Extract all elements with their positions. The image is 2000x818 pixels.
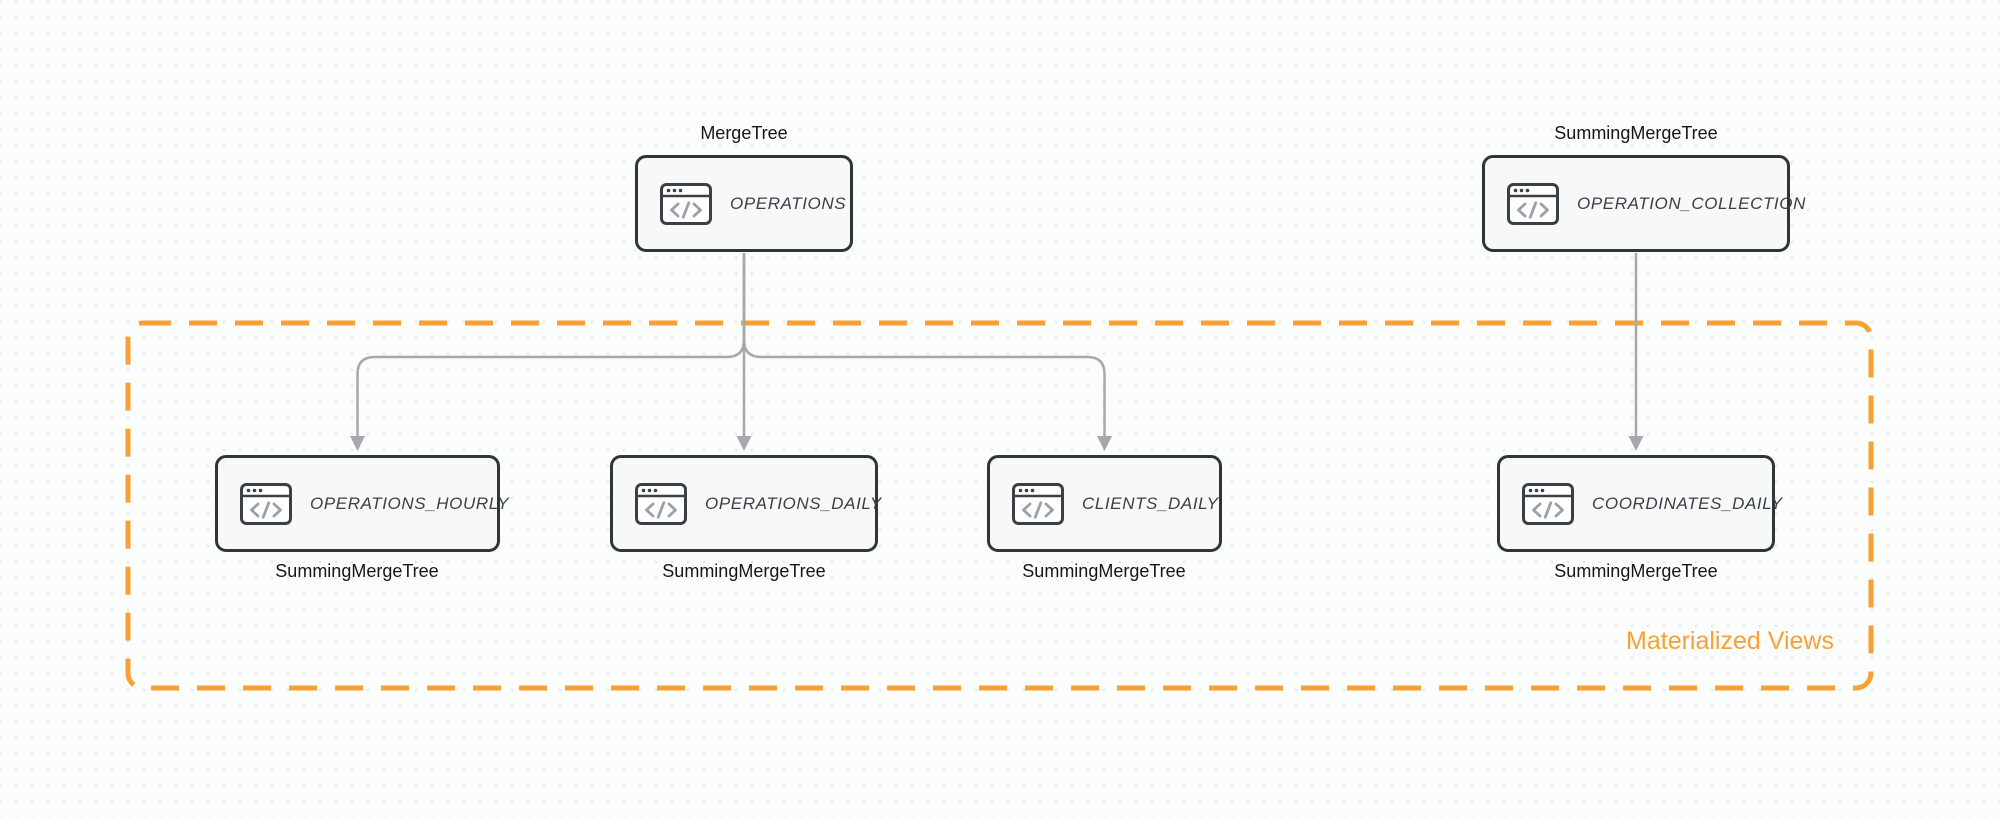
engine-label-operations-daily: SummingMergeTree (662, 561, 826, 581)
engine-label-operations-hourly: SummingMergeTree (275, 561, 439, 581)
arrowhead-clients-daily (1097, 436, 1112, 451)
engine-label-operations: MergeTree (700, 123, 788, 143)
table-node-clients-daily: CLIENTS_DAILY (987, 455, 1222, 552)
table-name-operation-collection: OPERATION_COLLECTION (1577, 193, 1806, 213)
table-name-coordinates-daily: COORDINATES_DAILY (1592, 493, 1783, 513)
edge-operations-to-operations-hourly (356, 253, 746, 437)
code-window-icon (660, 183, 712, 225)
arrowhead-operations-daily (736, 436, 752, 451)
arrowhead-coordinates-daily (1628, 436, 1644, 451)
code-window-icon (1507, 183, 1559, 225)
table-node-coordinates-daily: COORDINATES_DAILY (1497, 455, 1782, 552)
code-window-icon (1012, 483, 1064, 525)
engine-label-coordinates-daily: SummingMergeTree (1554, 561, 1718, 581)
code-window-icon (635, 483, 687, 525)
arrowhead-operations-hourly (350, 436, 365, 451)
table-name-operations-daily: OPERATIONS_DAILY (705, 493, 882, 513)
materialized-views-caption: Materialized Views (1626, 627, 1834, 655)
engine-label-operation-collection: SummingMergeTree (1554, 123, 1718, 143)
table-node-operations-hourly: OPERATIONS_HOURLY (215, 455, 509, 552)
table-name-operations-hourly: OPERATIONS_HOURLY (310, 493, 510, 513)
materialized-views-region (125, 320, 1874, 691)
table-node-operations: OPERATIONS (635, 155, 853, 252)
table-name-clients-daily: CLIENTS_DAILY (1082, 493, 1219, 513)
code-window-icon (240, 483, 292, 525)
table-name-operations: OPERATIONS (730, 193, 847, 213)
edge-operations-to-clients-daily (742, 253, 1106, 437)
table-node-operations-daily: OPERATIONS_DAILY (610, 455, 881, 552)
engine-label-clients-daily: SummingMergeTree (1022, 561, 1186, 581)
code-window-icon (1522, 483, 1574, 525)
table-node-operation-collection: OPERATION_COLLECTION (1482, 155, 1805, 252)
